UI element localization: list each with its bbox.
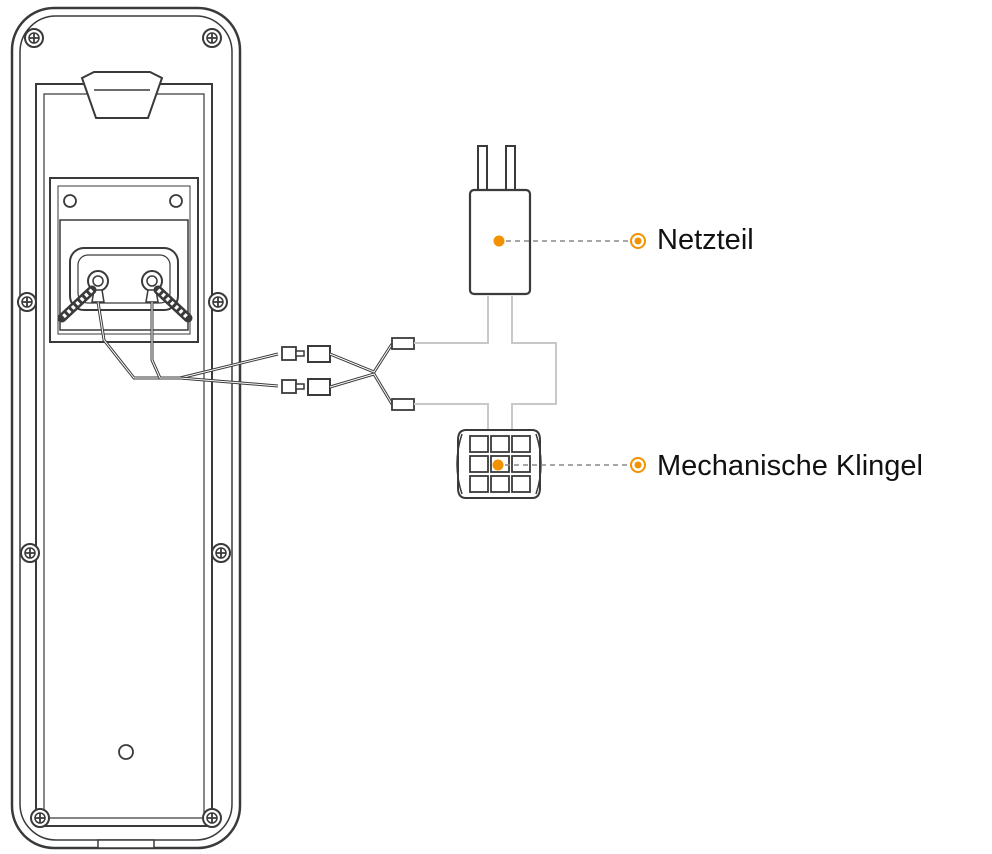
doorbell-back-panel xyxy=(10,6,242,850)
mechanical-chime-icon xyxy=(456,429,542,499)
doorbell-terminals xyxy=(57,270,193,323)
power-supply-marker xyxy=(630,233,646,249)
chime-marker xyxy=(630,457,646,473)
doorbell-wires xyxy=(96,301,279,388)
mechanical-chime-label: Mechanische Klingel xyxy=(657,450,923,482)
wiring-loop xyxy=(414,296,557,430)
power-adapter-icon xyxy=(468,145,532,296)
wire-connectors xyxy=(281,345,331,396)
split-wires xyxy=(329,337,415,411)
power-supply-label: Netzteil xyxy=(657,224,754,256)
